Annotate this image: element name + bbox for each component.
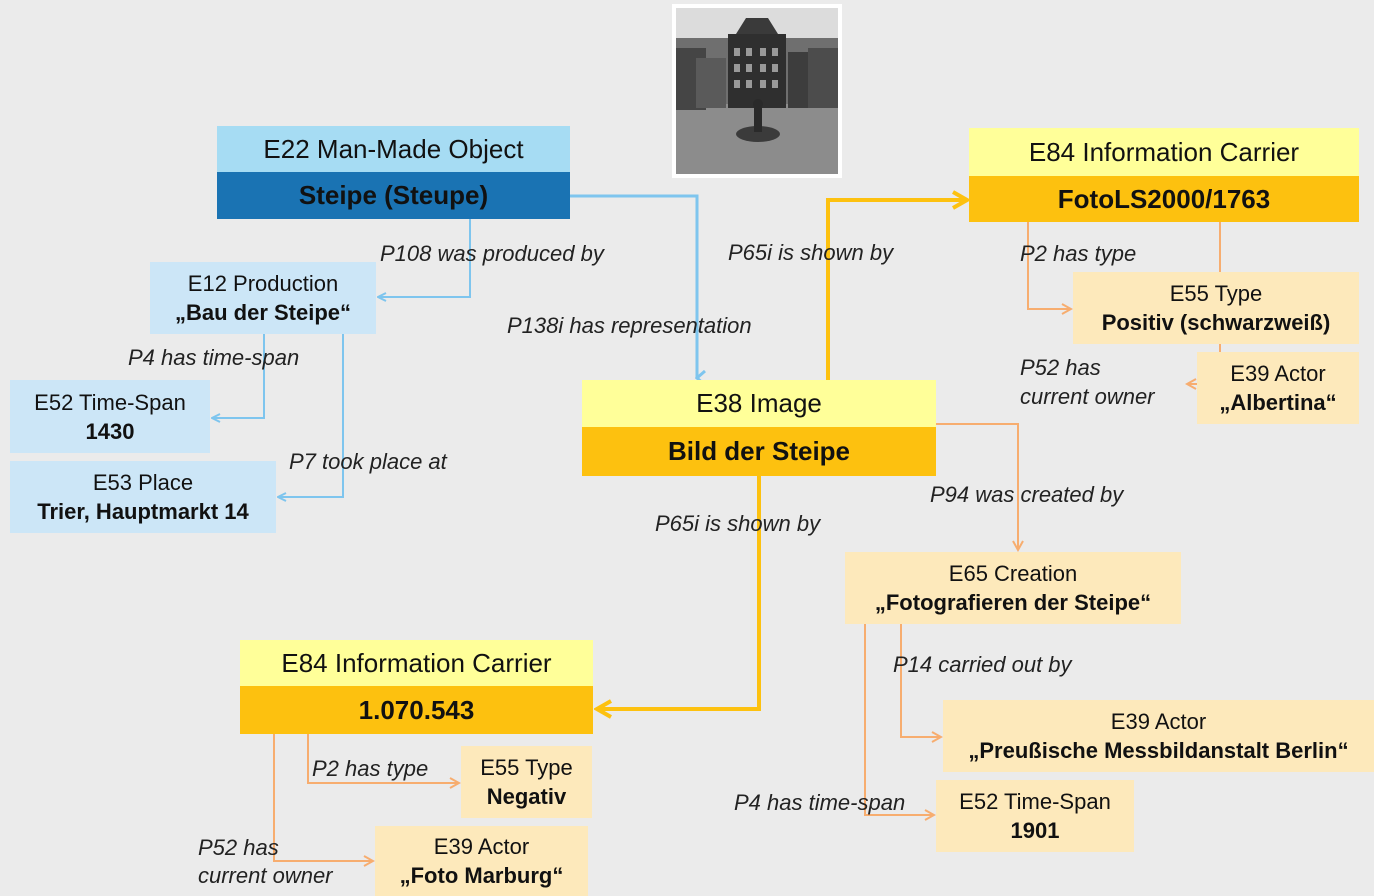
node-class-label: E39 Actor	[1230, 361, 1326, 386]
node-class-label: E38 Image	[582, 380, 936, 427]
node-e12-production: E12 Production „Bau der Steipe“	[150, 262, 376, 334]
edge-label-p7: P7 took place at	[289, 449, 447, 474]
steipe-photo-image	[676, 8, 838, 174]
node-e84-information-carrier-1070543: E84 Information Carrier 1.070.543	[240, 640, 593, 734]
edge-p4b	[864, 624, 934, 815]
edge-label-p14: P14 carried out by	[893, 652, 1072, 677]
node-e52-time-span-1430: E52 Time-Span 1430	[10, 380, 210, 453]
edge-label-p4a: P4 has time-span	[128, 345, 300, 370]
edge-label-p65i-top: P65i is shown by	[728, 240, 894, 265]
node-class-label: E55 Type	[1169, 281, 1263, 306]
edge-p52b	[273, 734, 373, 861]
edge-label-p4b: P4 has time-span	[734, 790, 906, 815]
node-name-label: Positiv (schwarzweiß)	[1101, 310, 1331, 335]
edge-label-p52a-line2: current owner	[1020, 384, 1155, 409]
node-e53-place: E53 Place Trier, Hauptmarkt 14	[10, 461, 276, 533]
edge-p65i-top	[826, 200, 967, 380]
node-name-label: Trier, Hauptmarkt 14	[37, 499, 249, 524]
edge-label-p52b-line1: P52 has	[198, 835, 279, 860]
node-e84-information-carrier-fotols: E84 Information Carrier FotoLS2000/1763	[969, 128, 1359, 222]
node-name-label: 1430	[85, 418, 135, 444]
node-name-label: Negativ	[486, 784, 567, 809]
node-class-label: E53 Place	[92, 470, 194, 495]
node-class-label: E39 Actor	[1110, 709, 1207, 734]
edge-p94	[936, 423, 1018, 550]
node-e39-actor-foto-marburg: E39 Actor „Foto Marburg“	[375, 826, 588, 896]
edge-label-p2b: P2 has type	[312, 756, 429, 781]
edge-label-p52b-line2: current owner	[198, 863, 333, 888]
node-e55-type-negativ: E55 Type Negativ	[461, 746, 592, 818]
steipe-photo	[672, 4, 842, 178]
node-class-label: E55 Type	[480, 755, 573, 780]
node-e22-man-made-object: E22 Man-Made Object Steipe (Steupe)	[217, 126, 570, 219]
node-class-label: E52 Time-Span	[34, 389, 186, 415]
node-class-label: E12 Production	[187, 271, 339, 296]
edge-label-p138i: P138i has representation	[507, 313, 752, 338]
node-name-label: „Albertina“	[1219, 390, 1337, 415]
node-e39-actor-albertina: E39 Actor „Albertina“	[1197, 352, 1359, 424]
edge-label-p108: P108 was produced by	[380, 241, 604, 266]
edge-label-p94: P94 was created by	[930, 482, 1124, 507]
node-e39-actor-messbildanstalt: E39 Actor „Preußische Messbildanstalt Be…	[943, 700, 1374, 772]
node-name-label: Steipe (Steupe)	[217, 172, 570, 219]
edge-p2b	[307, 734, 459, 783]
node-name-label: FotoLS2000/1763	[969, 176, 1359, 222]
node-name-label: Bild der Steipe	[582, 427, 936, 476]
edge-p108	[378, 219, 471, 297]
node-name-label: „Bau der Steipe“	[174, 300, 352, 325]
node-name-label: 1901	[1010, 818, 1060, 843]
edge-label-p65i-bottom: P65i is shown by	[655, 511, 821, 536]
node-class-label: E84 Information Carrier	[240, 640, 593, 686]
node-e52-time-span-1901: E52 Time-Span 1901	[936, 780, 1134, 852]
edge-p14	[900, 624, 941, 737]
node-class-label: E84 Information Carrier	[969, 128, 1359, 176]
edge-p2a	[1027, 222, 1071, 309]
node-class-label: E22 Man-Made Object	[217, 126, 570, 172]
edge-p7	[278, 334, 344, 497]
node-class-label: E65 Creation	[948, 561, 1078, 586]
node-class-label: E52 Time-Span	[959, 789, 1111, 814]
node-name-label: „Foto Marburg“	[399, 863, 564, 888]
edge-p138i	[570, 194, 697, 378]
edge-label-p2a: P2 has type	[1020, 241, 1137, 266]
edge-p65i-bottom	[597, 476, 761, 709]
edge-p4a	[212, 334, 265, 418]
node-name-label: „Preußische Messbildanstalt Berlin“	[968, 738, 1349, 763]
edge-label-p52a-line1: P52 has	[1020, 355, 1101, 380]
node-e55-type-positiv: E55 Type Positiv (schwarzweiß)	[1073, 272, 1359, 344]
node-e65-creation: E65 Creation „Fotografieren der Steipe“	[845, 552, 1181, 624]
node-e38-image: E38 Image Bild der Steipe	[582, 380, 936, 476]
node-class-label: E39 Actor	[433, 834, 530, 859]
node-name-label: „Fotografieren der Steipe“	[874, 590, 1152, 615]
node-name-label: 1.070.543	[240, 686, 593, 734]
